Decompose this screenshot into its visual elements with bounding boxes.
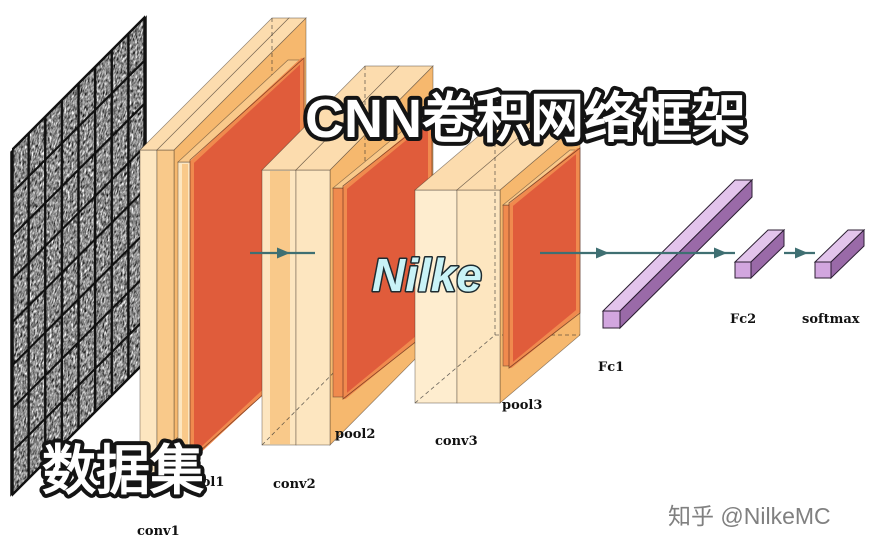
arrow-head-icon <box>714 247 727 259</box>
grid-line-horizontal <box>12 360 145 497</box>
arrow-head-icon <box>795 247 808 259</box>
softmax-front <box>814 261 832 279</box>
grid-line-horizontal <box>12 144 145 281</box>
pool3-side-outline <box>508 147 581 369</box>
grid-line-horizontal <box>12 231 145 368</box>
center-watermark: Nilke <box>372 249 482 301</box>
pool2-block <box>332 115 433 400</box>
grid-line-horizontal <box>12 317 145 454</box>
fc1-top <box>601 179 754 312</box>
grid-line-horizontal <box>12 15 145 152</box>
input-image-grid <box>10 15 147 497</box>
grid-line-horizontal <box>12 101 145 238</box>
conv2-slab-b-front <box>295 169 331 446</box>
label-conv1: conv1 <box>137 524 180 539</box>
pool1-front-stripe <box>182 164 188 456</box>
flow-arrows <box>250 247 815 259</box>
label-fc1: Fc1 <box>598 360 624 375</box>
layer-labels: conv1 pool1 conv2 pool2 conv3 pool3 Fc1 … <box>137 312 860 539</box>
pool3-side-face <box>509 148 580 368</box>
conv3-hidden-edge <box>414 334 496 404</box>
softmax-block <box>813 228 866 280</box>
grid-line-horizontal <box>12 58 145 195</box>
fc2-block <box>733 228 786 280</box>
diagram-title: CNN卷积网络框架 <box>305 88 746 149</box>
conv1-slab-a-front <box>139 149 158 476</box>
label-fc2: Fc2 <box>730 312 756 327</box>
grid-line-horizontal <box>12 188 145 324</box>
conv3-slab-b-top <box>456 121 581 191</box>
arrow-head-icon <box>596 247 609 259</box>
fc1-front <box>602 310 621 329</box>
label-pool2: pool2 <box>335 427 375 442</box>
conv1-slab-b-front <box>156 149 175 476</box>
label-pool3: pool3 <box>502 398 542 413</box>
grid-line-horizontal <box>12 274 145 411</box>
arrow-head-icon <box>277 247 290 259</box>
label-conv3: conv3 <box>435 434 478 449</box>
input-grid-lines <box>10 15 147 497</box>
dataset-label: 数据集 <box>42 441 204 501</box>
conv1-slab-b-top <box>156 17 307 151</box>
conv2-slab-b-top <box>295 65 434 171</box>
label-pool1: pool1 <box>184 475 224 490</box>
label-conv2: conv2 <box>273 477 316 492</box>
fc2-front <box>734 261 752 279</box>
pool3-block <box>502 147 581 369</box>
credit-watermark: 知乎 @NilkeMC <box>668 503 831 529</box>
label-softmax: softmax <box>802 312 860 327</box>
conv2-slab-a-stripe <box>270 171 290 444</box>
